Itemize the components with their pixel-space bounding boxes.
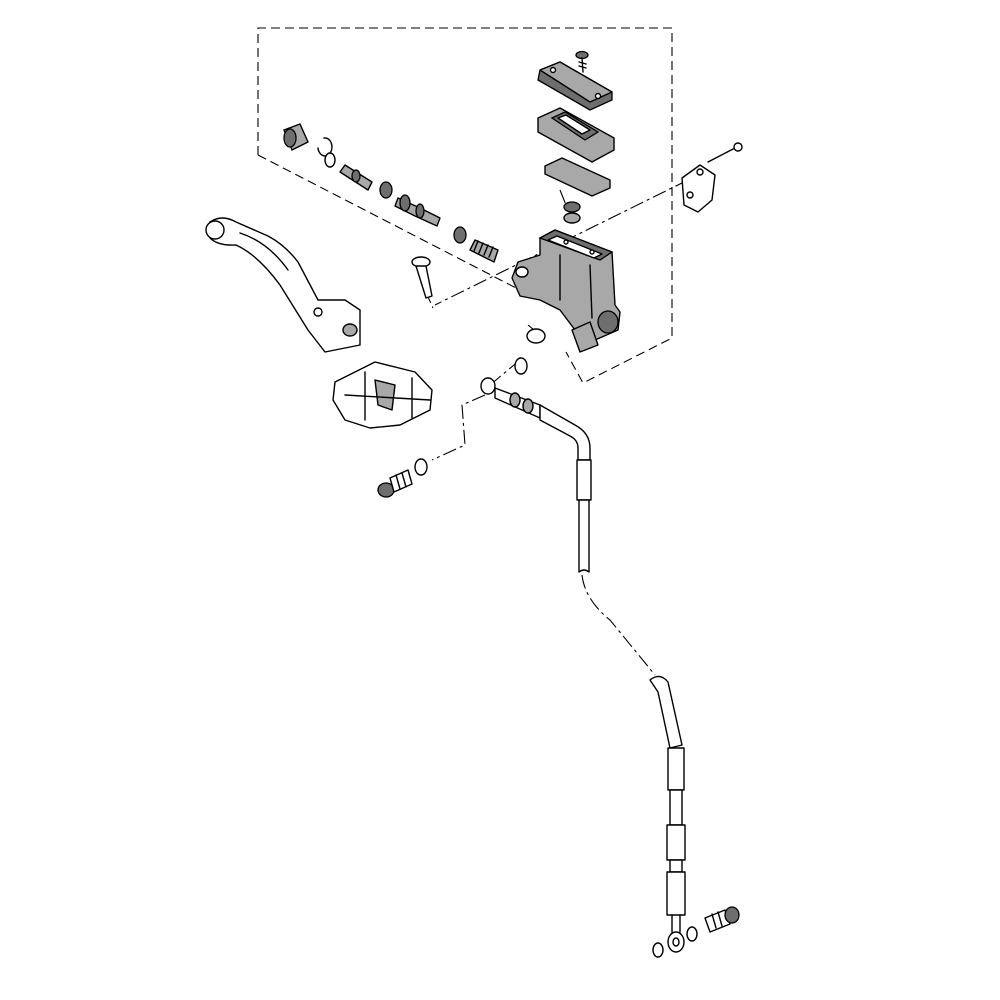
lever-perch <box>332 361 433 429</box>
secondary-cup <box>453 226 467 244</box>
clamp-bracket <box>681 164 716 213</box>
bleeder-cap <box>563 201 581 224</box>
assembly-boundary <box>257 27 673 384</box>
washer <box>324 152 336 168</box>
banjo-washer-upper <box>514 357 528 375</box>
return-spring <box>469 239 499 263</box>
centerline-clamp <box>434 179 689 306</box>
brake-hose-lower <box>649 675 686 933</box>
master-cylinder-body <box>511 229 621 353</box>
brake-hose-upper <box>539 404 592 573</box>
push-rod <box>339 164 373 191</box>
piston <box>394 194 441 227</box>
cap-screw <box>575 50 589 73</box>
upper-banjo-bolt <box>377 458 428 498</box>
pivot-bolt <box>411 256 433 299</box>
clamp-bolt <box>707 142 743 163</box>
piston-cup <box>379 181 393 199</box>
reservoir-gasket <box>537 107 615 163</box>
lower-banjo-fitting <box>652 926 698 958</box>
lower-banjo-bolt <box>704 906 740 933</box>
upper-banjo-fitting <box>480 377 541 419</box>
brake-lever <box>205 217 361 353</box>
centerline-hose <box>581 574 656 676</box>
diaphragm <box>544 157 611 197</box>
reservoir-cap <box>537 61 613 111</box>
dust-boot <box>283 123 309 151</box>
centerline-banjo <box>431 359 521 461</box>
pivot-washer <box>526 328 546 344</box>
